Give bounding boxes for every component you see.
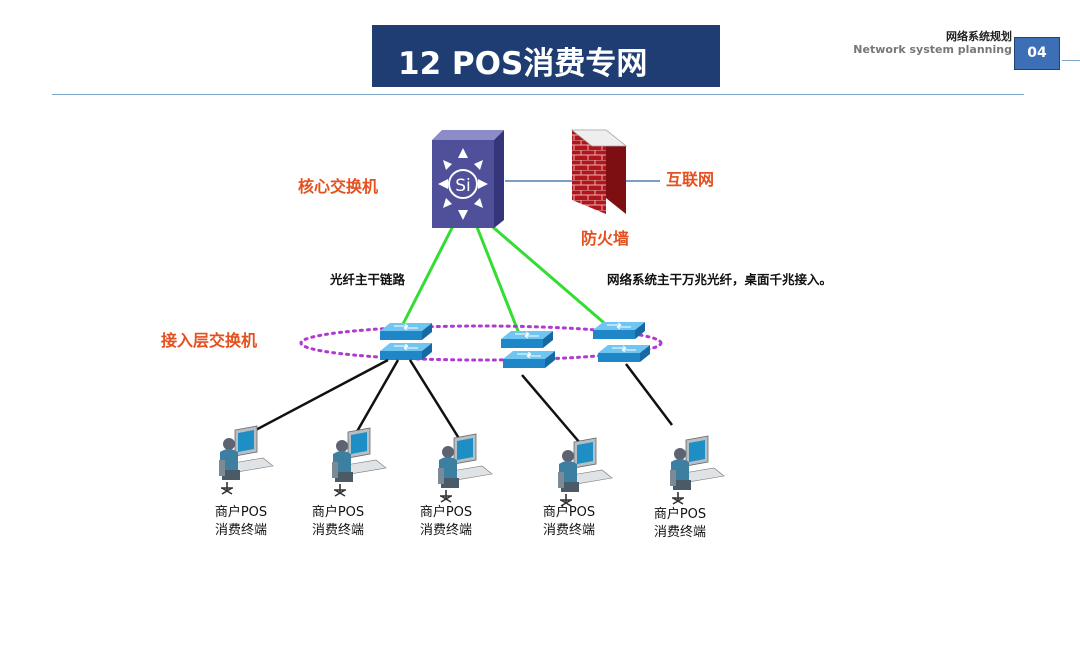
fiber-link-1 bbox=[398, 221, 457, 331]
terminal-label-line1: 商户POS bbox=[653, 507, 707, 522]
core-switch-icon-text: Si bbox=[455, 176, 471, 196]
header-section-en: Network system planning bbox=[853, 43, 1012, 56]
firewall-icon bbox=[570, 129, 628, 214]
title-banner bbox=[372, 25, 720, 87]
pos-terminal-label-2: 商户POS 消费终端 bbox=[293, 504, 383, 540]
access-switch-2 bbox=[500, 330, 556, 369]
terminal-label-line1: 商户POS bbox=[419, 505, 473, 520]
header-section-cn: 网络系统规划 bbox=[946, 30, 1012, 43]
header-divider-right bbox=[1062, 60, 1080, 61]
access-switch-3 bbox=[592, 321, 651, 363]
pos-terminal-label-3: 商户POS 消费终端 bbox=[401, 504, 491, 540]
header-divider bbox=[52, 94, 1024, 95]
pos-terminal-label-4: 商户POS 消费终端 bbox=[524, 504, 614, 540]
terminal-label-line2: 消费终端 bbox=[542, 523, 595, 538]
terminal-label-line2: 消费终端 bbox=[653, 525, 706, 540]
pos-terminal-icon-2 bbox=[331, 427, 387, 497]
fiber-link-2 bbox=[473, 221, 522, 337]
core-switch-icon: Si bbox=[432, 130, 504, 228]
access-ring bbox=[299, 324, 663, 362]
pos-terminal-icon-1 bbox=[218, 425, 274, 495]
fiber-link-3 bbox=[486, 220, 611, 330]
fiber-backbone-label: 光纤主干链路 bbox=[330, 272, 406, 287]
firewall-label: 防火墙 bbox=[581, 229, 630, 248]
terminal-link-1 bbox=[249, 358, 389, 435]
terminal-label-line1: 商户POS bbox=[311, 505, 365, 520]
internet-label: 互联网 bbox=[666, 170, 715, 189]
page-number: 04 bbox=[1014, 37, 1060, 70]
terminal-label-line1: 商户POS bbox=[542, 505, 596, 520]
core-switch-label: 核心交换机 bbox=[298, 177, 379, 196]
network-description: 网络系统主干万兆光纤，桌面千兆接入。 bbox=[607, 272, 833, 287]
pos-terminal-label-5: 商户POS 消费终端 bbox=[635, 506, 725, 542]
terminal-label-line2: 消费终端 bbox=[419, 523, 472, 538]
pos-terminal-label-1: 商户POS 消费终端 bbox=[196, 504, 286, 540]
terminal-label-line2: 消费终端 bbox=[311, 523, 364, 538]
pos-terminal-icon-4 bbox=[557, 437, 613, 507]
access-switch-1 bbox=[379, 322, 433, 361]
page-title: 12 POS消费专网 bbox=[398, 46, 648, 82]
terminal-label-line1: 商户POS bbox=[214, 505, 268, 520]
access-switch-label: 接入层交换机 bbox=[161, 331, 258, 350]
terminal-label-line2: 消费终端 bbox=[214, 523, 267, 538]
terminal-link-3 bbox=[408, 359, 462, 441]
terminal-link-4 bbox=[521, 374, 581, 444]
pos-terminal-icon-3 bbox=[437, 433, 493, 503]
terminal-link-2 bbox=[353, 359, 400, 436]
pos-terminal-icon-5 bbox=[669, 435, 725, 505]
terminal-link-5 bbox=[625, 363, 673, 426]
